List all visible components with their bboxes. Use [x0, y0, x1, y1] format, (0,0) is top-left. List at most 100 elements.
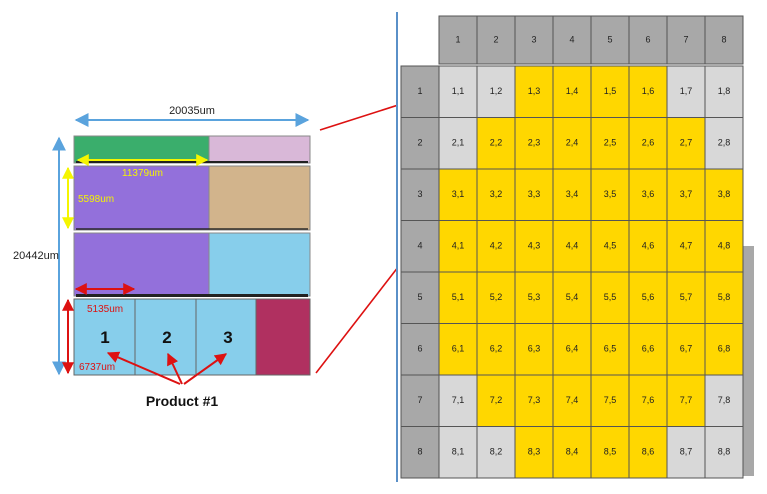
die-cell-edge	[666, 65, 706, 118]
die-cell-label: 3,5	[604, 189, 617, 199]
column-header-label: 1	[455, 34, 460, 44]
die-cell-label: 4,3	[528, 241, 541, 251]
die-cell-yield	[552, 426, 592, 479]
column-header-label: 5	[607, 34, 612, 44]
block-crimson	[255, 298, 311, 376]
die-cell-yield	[704, 323, 744, 376]
row-header	[400, 271, 440, 324]
die-cell-label: 7,4	[566, 395, 579, 405]
die-cell-label: 2,5	[604, 138, 617, 148]
die-cell-label: 2,3	[528, 138, 541, 148]
die-cell-yield	[628, 117, 668, 170]
die-cell-label: 2,6	[642, 138, 655, 148]
product-width-label: 6737um	[79, 362, 115, 373]
die-cell-yield	[476, 271, 516, 324]
row-header-label: 4	[417, 241, 422, 251]
die-cell-yield	[666, 271, 706, 324]
die-cell-yield	[438, 323, 478, 376]
die-cell-label: 1,7	[680, 86, 693, 96]
block-green	[73, 135, 210, 164]
die-cell-label: 2,4	[566, 138, 579, 148]
die-cell-yield	[704, 220, 744, 273]
die-cell-yield	[590, 426, 630, 479]
caption-arrow-3	[183, 353, 227, 385]
die-cell-label: 6,8	[718, 344, 731, 354]
die-cell-label: 3,3	[528, 189, 541, 199]
die-cell-label: 5,2	[490, 292, 503, 302]
die-cell-label: 7,3	[528, 395, 541, 405]
inner-height-label: 5598um	[78, 194, 114, 205]
die-cell-yield	[514, 168, 554, 221]
die-cell-edge	[704, 426, 744, 479]
die-cell-label: 8,4	[566, 447, 579, 457]
column-header-label: 2	[493, 34, 498, 44]
die-cell-label: 4,5	[604, 241, 617, 251]
die-cell-label: 1,6	[642, 86, 655, 96]
die-cell-yield	[514, 426, 554, 479]
die-cell-edge	[438, 65, 478, 118]
column-header-label: 8	[721, 34, 726, 44]
block-tan	[208, 165, 311, 231]
die-cell-edge	[476, 65, 516, 118]
product-die-2	[134, 298, 197, 376]
die-cell-label: 1,8	[718, 86, 731, 96]
row-header-label: 8	[417, 447, 422, 457]
die-cell-yield	[514, 374, 554, 427]
die-cell-label: 5,3	[528, 292, 541, 302]
width-label: 20035um	[169, 105, 215, 117]
inner-width-label: 11379um	[122, 168, 163, 179]
die-cell-label: 5,4	[566, 292, 579, 302]
die-cell-yield	[628, 426, 668, 479]
die-cell-label: 7,1	[452, 395, 465, 405]
caption-arrow-2	[167, 352, 183, 385]
die-cell-yield	[590, 271, 630, 324]
row-header-label: 5	[417, 292, 422, 302]
die-cell-yield	[552, 323, 592, 376]
die-cell-label: 7,7	[680, 395, 693, 405]
die-cell-label: 5,6	[642, 292, 655, 302]
product-number-3: 3	[223, 328, 232, 347]
die-cell-yield	[590, 220, 630, 273]
row-header	[400, 374, 440, 427]
die-cell-label: 3,4	[566, 189, 579, 199]
die-cell-yield	[552, 271, 592, 324]
die-cell-yield	[552, 220, 592, 273]
die-cell-edge	[438, 426, 478, 479]
die-cell-label: 7,5	[604, 395, 617, 405]
die-cell-label: 6,6	[642, 344, 655, 354]
die-cell-label: 2,8	[718, 138, 731, 148]
die-cell-label: 3,1	[452, 189, 465, 199]
die-cell-label: 6,3	[528, 344, 541, 354]
block-purple-upper	[73, 165, 210, 231]
product-height-label: 5135um	[87, 304, 123, 315]
die-cell-label: 4,6	[642, 241, 655, 251]
die-cell-label: 1,2	[490, 86, 503, 96]
die-cell-label: 5,5	[604, 292, 617, 302]
die-cell-label: 6,4	[566, 344, 579, 354]
die-cell-label: 2,2	[490, 138, 503, 148]
column-header	[704, 15, 744, 65]
die-cell-label: 4,7	[680, 241, 693, 251]
die-cell-yield	[514, 65, 554, 118]
die-cell-yield	[514, 220, 554, 273]
column-header	[514, 15, 554, 65]
die-cell-yield	[552, 65, 592, 118]
die-cell-label: 1,5	[604, 86, 617, 96]
die-cell-label: 6,7	[680, 344, 693, 354]
column-header-label: 6	[645, 34, 650, 44]
die-cell-label: 8,6	[642, 447, 655, 457]
die-cell-yield	[476, 374, 516, 427]
die-cell-label: 8,5	[604, 447, 617, 457]
column-header-label: 3	[531, 34, 536, 44]
die-cell-yield	[514, 323, 554, 376]
die-cell-label: 7,2	[490, 395, 503, 405]
block-sky	[208, 232, 311, 297]
column-header-label: 7	[683, 34, 688, 44]
column-header	[590, 15, 630, 65]
column-header-label: 4	[569, 34, 574, 44]
row-header-label: 6	[417, 344, 422, 354]
product-die-1	[73, 298, 136, 376]
row-header-label: 2	[417, 138, 422, 148]
die-cell-label: 4,1	[452, 241, 465, 251]
